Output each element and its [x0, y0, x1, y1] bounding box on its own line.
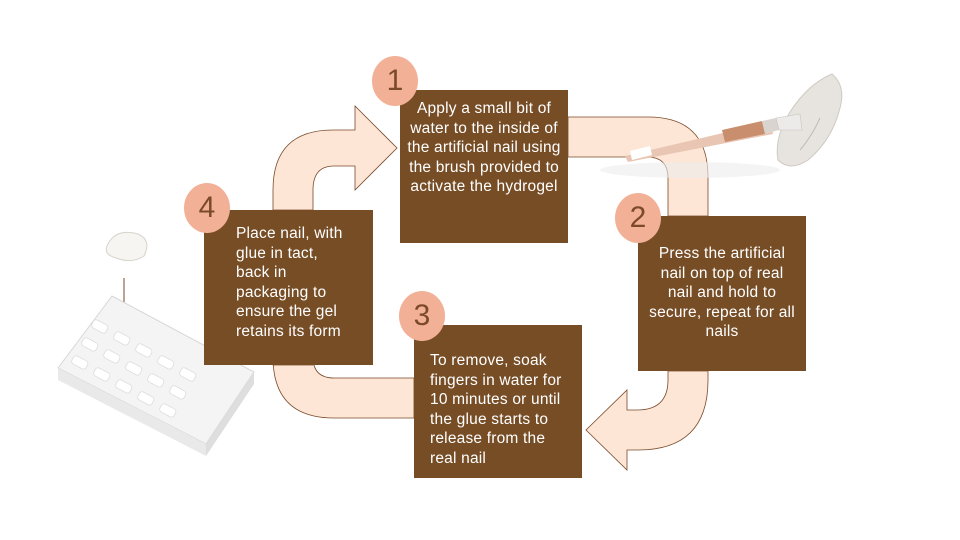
- step-1-badge: 1: [372, 56, 418, 106]
- step-3-text: To remove, soak fingers in water for 10 …: [430, 352, 562, 467]
- cycle-arrows: [272, 105, 709, 471]
- step-2-badge: 2: [615, 193, 661, 243]
- step-box-4: Place nail, with glue in tact, back in p…: [204, 210, 373, 365]
- step-box-3: To remove, soak fingers in water for 10 …: [414, 325, 582, 478]
- step-box-2: Press the artificial nail on top of real…: [638, 216, 806, 371]
- nail-and-tray-icon: [57, 231, 255, 456]
- step-3-badge: 3: [399, 291, 445, 341]
- step-box-1: Apply a small bit of water to the inside…: [400, 90, 568, 243]
- arrow-bottom-left: [272, 356, 415, 419]
- brush-and-nail-icon: [600, 73, 843, 178]
- step-4-badge: 4: [184, 183, 230, 233]
- arrow-bottom-right: [585, 370, 709, 471]
- step-4-text: Place nail, with glue in tact, back in p…: [236, 225, 343, 340]
- step-2-text: Press the artificial nail on top of real…: [649, 245, 795, 340]
- arrow-top-left: [272, 105, 398, 211]
- arrow-top-right: [567, 116, 709, 217]
- step-1-text: Apply a small bit of water to the inside…: [407, 100, 561, 195]
